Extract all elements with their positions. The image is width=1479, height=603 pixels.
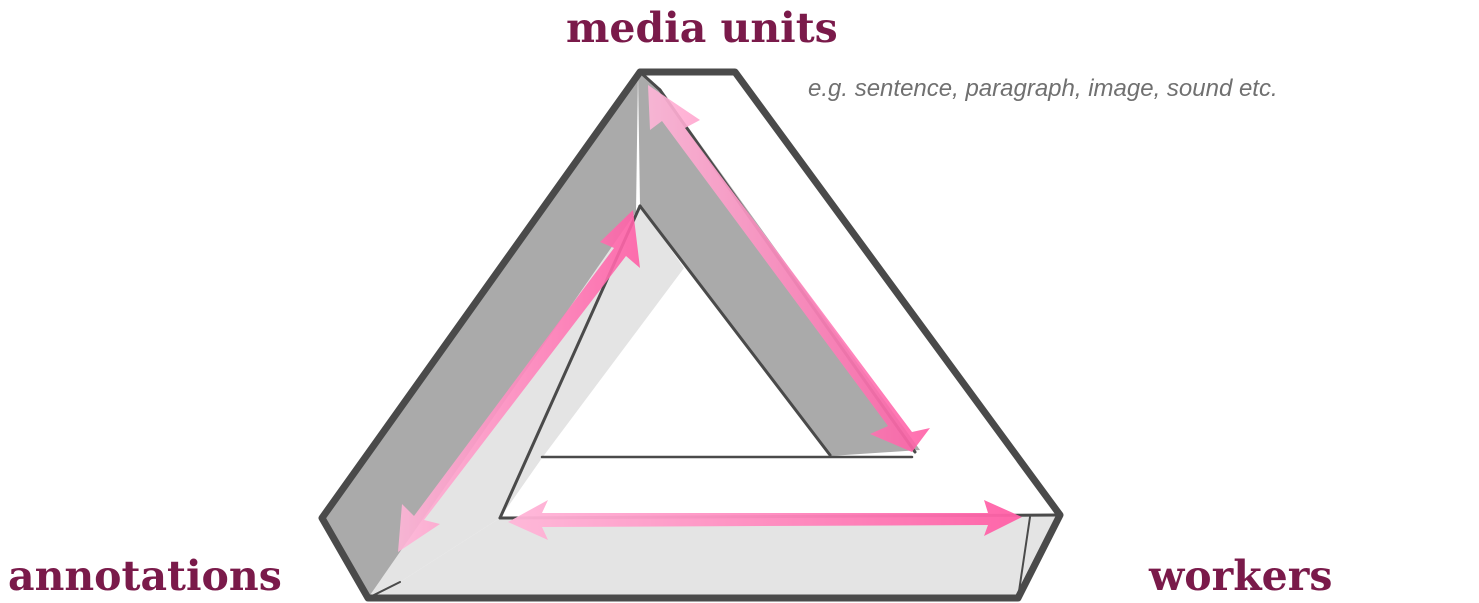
arrow-media-to-annotations (398, 210, 640, 552)
arrow-media-to-workers (648, 85, 930, 452)
inner-left-face (368, 206, 684, 598)
label-workers: workers (1149, 552, 1333, 600)
media-units-examples: e.g. sentence, paragraph, image, sound e… (808, 75, 1278, 102)
label-media-units: media units (566, 4, 838, 52)
arrow-annotations-to-workers (508, 500, 1022, 540)
left-beam-face (322, 72, 638, 598)
label-annotations: annotations (8, 552, 282, 600)
